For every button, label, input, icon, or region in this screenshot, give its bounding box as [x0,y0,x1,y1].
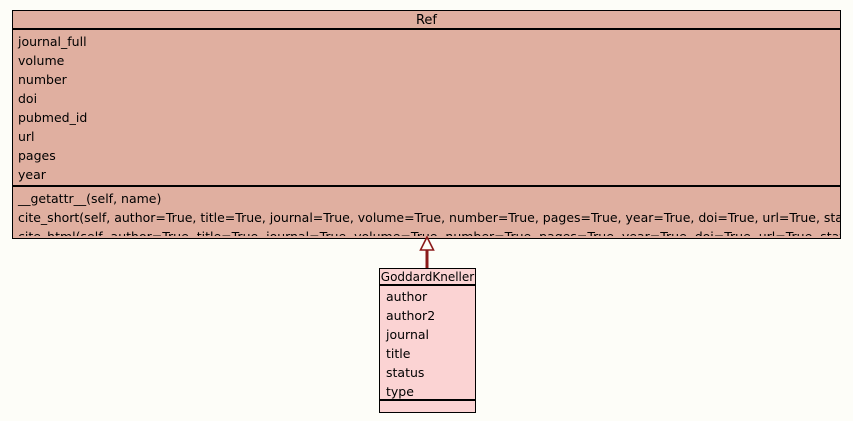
uml-class-goddardkneller-title: GoddardKneller [380,269,475,286]
uml-attribute: volume [18,53,65,68]
uml-method: __getattr__(self, name) [18,191,162,206]
uml-attribute: pubmed_id [18,110,88,125]
uml-class-ref-methods-compartment: __getattr__(self, name) cite_short(self,… [13,185,840,236]
uml-class-goddardkneller[interactable]: GoddardKneller author author2 journal ti… [379,268,476,413]
uml-class-ref-title: Ref [13,11,840,30]
uml-attribute: doi [18,91,38,106]
uml-attribute: status [386,365,425,380]
uml-attribute: journal_full [18,34,87,49]
inheritance-arrow-icon [419,236,435,272]
uml-attribute: number [18,72,67,87]
uml-attribute: title [386,346,411,361]
uml-attribute: journal [386,327,430,342]
uml-class-ref[interactable]: Ref journal_full volume number doi pubme… [12,10,841,239]
uml-attribute: type [386,384,414,399]
uml-method: cite_short(self, author=True, title=True… [18,210,840,225]
uml-class-goddardkneller-attributes-compartment: author author2 journal title status type [380,286,475,399]
uml-attribute: author [386,289,428,304]
uml-attribute: pages [18,148,56,163]
uml-attribute: author2 [386,308,436,323]
uml-class-goddardkneller-methods-compartment [380,399,475,410]
uml-attribute: url [18,129,35,144]
uml-method: cite_html(self, author=True, title=True,… [13,227,840,236]
uml-class-ref-attributes-compartment: journal_full volume number doi pubmed_id… [13,30,840,185]
uml-attribute: year [18,167,46,182]
